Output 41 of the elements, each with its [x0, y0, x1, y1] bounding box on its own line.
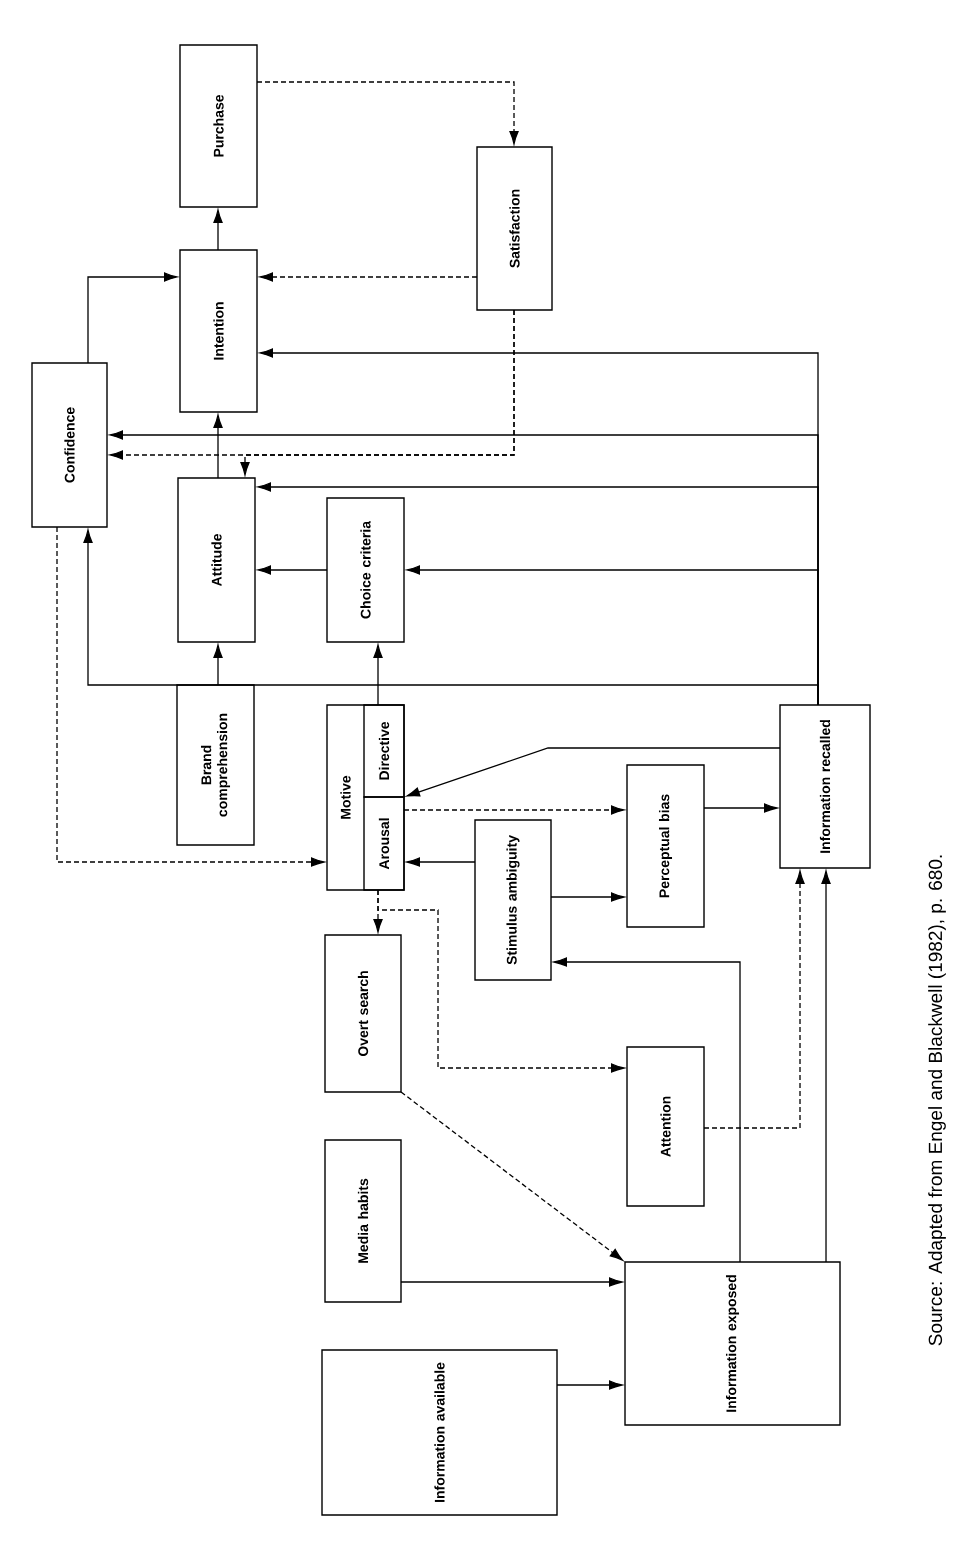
process-box: Confidence: [31, 362, 108, 528]
arrow: [257, 565, 328, 575]
process-box: Information available: [321, 1349, 558, 1516]
arrow: [553, 957, 741, 1263]
process-box: Media habits: [324, 1139, 402, 1303]
process-box: Stimulus ambiguity: [474, 819, 552, 981]
process-box: Information exposed: [624, 1261, 841, 1426]
process-box: Attitude: [177, 477, 256, 643]
process-box: Brand comprehension: [176, 684, 255, 846]
process-box: Overt search: [324, 934, 402, 1093]
arrow: [240, 309, 515, 476]
arrow: [83, 529, 819, 706]
process-box: Attention: [626, 1046, 705, 1207]
motive-cell: Directive: [363, 704, 405, 798]
arrow: [403, 805, 625, 815]
arrow: [406, 747, 781, 797]
arrow: [400, 1277, 623, 1287]
arrow: [213, 209, 223, 251]
process-box: Perceptual bias: [626, 764, 705, 928]
motive-cell: Arousal: [363, 796, 405, 891]
process-box: Intention: [179, 249, 258, 413]
arrow: [400, 1091, 624, 1261]
arrow: [550, 892, 625, 902]
process-box: Purchase: [179, 44, 258, 208]
process-box: Information recalled: [779, 704, 871, 869]
arrow: [556, 1380, 623, 1390]
arrow: [56, 526, 325, 867]
arrow: [821, 870, 831, 1263]
arrow: [703, 803, 778, 813]
caption: Source: Adapted from Engel and Blackwell (1982), p. 680.: [928, 855, 946, 1346]
arrow: [406, 857, 476, 867]
arrow: [256, 81, 519, 145]
arrow: [87, 272, 178, 364]
arrow: [213, 644, 223, 686]
arrow: [373, 644, 383, 706]
process-box: Satisfaction: [476, 146, 553, 311]
arrow: [213, 414, 223, 479]
arrow: [377, 889, 625, 1073]
arrow: [703, 870, 805, 1129]
arrow: [259, 272, 478, 282]
process-box: Choice criteria: [326, 497, 405, 643]
